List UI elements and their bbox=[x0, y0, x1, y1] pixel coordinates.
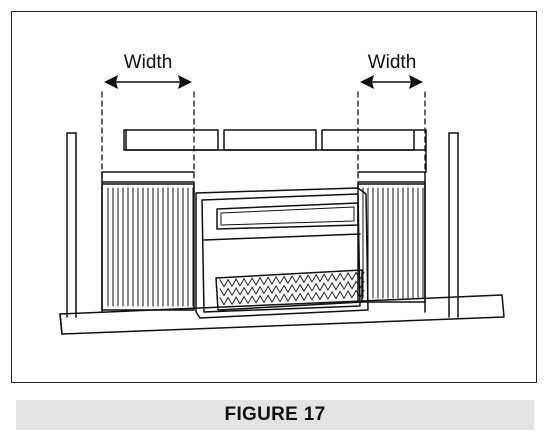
air-conditioner-unit bbox=[195, 187, 369, 319]
window-sill bbox=[59, 294, 505, 335]
grille-row bbox=[219, 271, 365, 288]
double-arrow-icon bbox=[360, 75, 423, 89]
right-side-panel bbox=[357, 183, 426, 303]
width-guides bbox=[101, 91, 426, 195]
window-ac-diagram: Width Width bbox=[59, 52, 505, 335]
window-frame bbox=[66, 132, 459, 318]
double-arrow-icon bbox=[104, 75, 192, 89]
left-width-label: Width bbox=[124, 52, 173, 73]
figure-frame: Width Width bbox=[11, 11, 537, 383]
lower-sash-rail bbox=[101, 171, 426, 183]
figure-caption-bar: FIGURE 17 bbox=[16, 400, 534, 430]
right-width-label: Width bbox=[368, 52, 417, 73]
upper-window-sash bbox=[123, 129, 427, 173]
grille-row bbox=[219, 280, 365, 297]
left-side-panel bbox=[101, 183, 195, 311]
grille-row bbox=[219, 289, 365, 306]
figure-caption: FIGURE 17 bbox=[224, 404, 326, 425]
